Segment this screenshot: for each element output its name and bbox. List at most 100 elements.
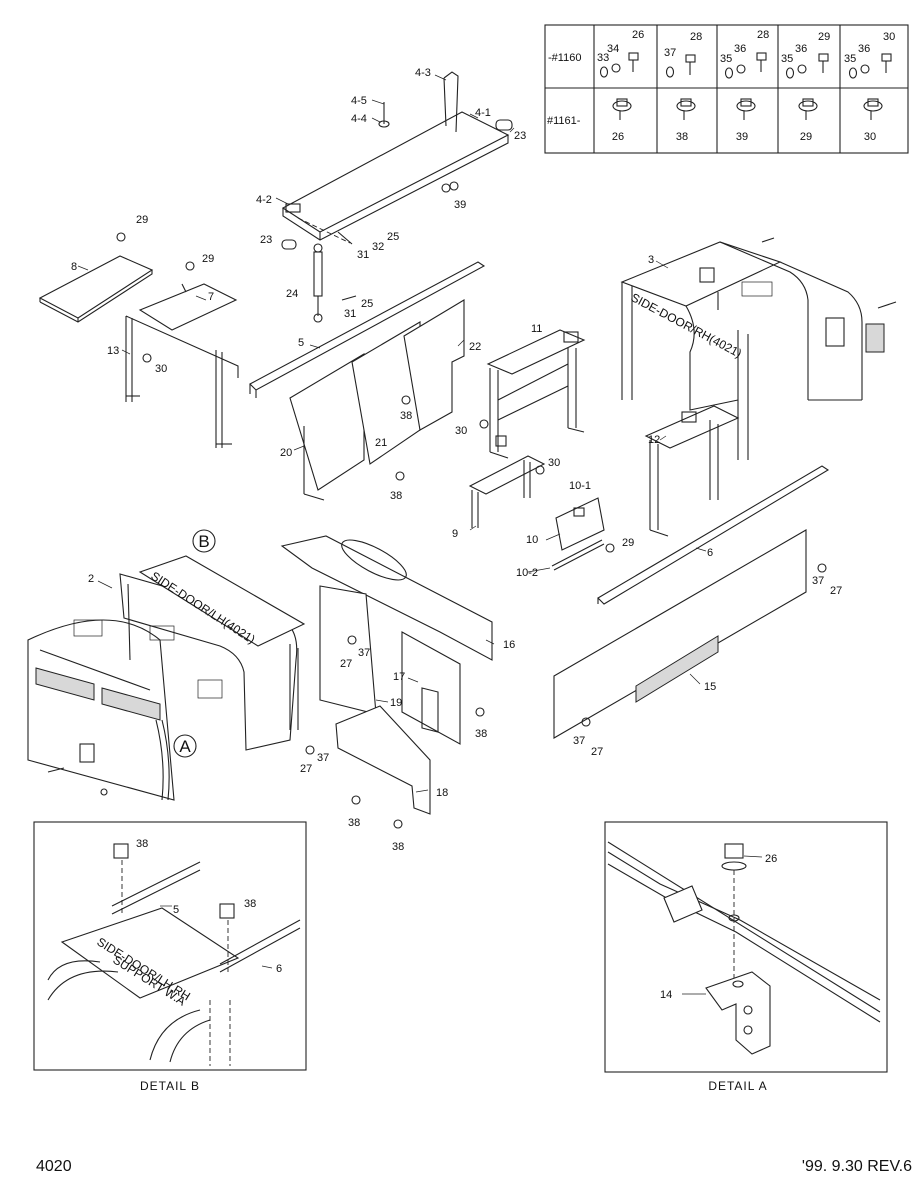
part-label: 27: [300, 763, 312, 775]
variant-table: -#1160 #1161- 33 34 26 37 28 35 36 28 35…: [544, 24, 909, 154]
cover-plate-8: [38, 232, 154, 323]
plate-18: [335, 705, 431, 815]
table-cell-label: 28: [757, 29, 769, 41]
part-label: 26: [765, 853, 777, 865]
detail-b-caption: DETAIL B: [140, 1079, 200, 1093]
part-label: 2: [88, 573, 94, 585]
flange-bolt-icon: [736, 98, 756, 120]
rail-5: [249, 261, 486, 398]
table-cell-label: 34: [607, 43, 619, 55]
stopper-icon: [495, 119, 513, 131]
nut-icon: [860, 64, 870, 74]
part-label: 6: [276, 963, 282, 975]
part-label: 27: [591, 746, 603, 758]
part-label: 31: [344, 308, 356, 320]
panel-20: [289, 353, 365, 501]
table-cell-label: 36: [795, 43, 807, 55]
bolt-icon: [628, 52, 639, 72]
part-label: 14: [660, 989, 672, 1001]
part-label: 29: [202, 253, 214, 265]
table-cell-label: 36: [734, 43, 746, 55]
table-cell-label: 30: [883, 31, 895, 43]
part-label: 4-3: [415, 67, 431, 79]
nut-icon: [736, 64, 746, 74]
leader-lines: [77, 74, 763, 995]
bolt-icon: [685, 54, 696, 75]
part-label: 19: [390, 697, 402, 709]
part-label: 25: [361, 298, 373, 310]
table-cell-label: 37: [664, 47, 676, 59]
flange-bolt-icon: [798, 98, 818, 120]
top-cover-plate: [281, 71, 513, 244]
part-label: 10-1: [569, 480, 591, 492]
table-row-label-1: -#1160: [548, 52, 581, 64]
panel-17: [401, 631, 461, 745]
part-label: 10-2: [516, 567, 538, 579]
cover-16: [280, 535, 493, 661]
part-label: 37: [573, 735, 585, 747]
page-number: 4020: [36, 1158, 72, 1175]
part-label: 25: [387, 231, 399, 243]
part-label: 20: [280, 447, 292, 459]
part-label: 38: [392, 841, 404, 853]
table-cell-label: 36: [858, 43, 870, 55]
part-label: 6: [707, 547, 713, 559]
part-label: 30: [155, 363, 167, 375]
part-label: 21: [375, 437, 387, 449]
part-label: 4-5: [351, 95, 367, 107]
part-label: 22: [469, 341, 481, 353]
callout-b: B: [198, 532, 209, 551]
flange-bolt-icon: [612, 98, 632, 120]
detail-b: SIDE-DOOR/LH,RH SUPPORT W.A DETAIL B: [33, 821, 307, 1093]
part-label: 38: [136, 838, 148, 850]
table-cell-label: 35: [844, 53, 856, 65]
nut-icon: [611, 63, 621, 73]
part-label: 38: [244, 898, 256, 910]
panel-22: [403, 299, 465, 431]
washer-icon: [599, 66, 609, 78]
washer-icon: [724, 67, 734, 79]
part-label: 7: [208, 291, 214, 303]
pin-icon: [378, 102, 390, 128]
table-cell-label: 30: [864, 131, 876, 143]
revision-date: '99. 9.30 REV.6: [801, 1158, 912, 1175]
detail-a-caption: DETAIL A: [708, 1079, 767, 1093]
part-label: 3: [648, 254, 654, 266]
part-label: 38: [400, 410, 412, 422]
bolt-icon: [818, 53, 829, 73]
panel-15: [553, 529, 827, 739]
part-label: 38: [475, 728, 487, 740]
part-label: 12: [648, 434, 660, 446]
part-label: 9: [452, 528, 458, 540]
table-cell-label: 39: [736, 131, 748, 143]
part-label: 37: [812, 575, 824, 587]
table-cell-label: 26: [632, 29, 644, 41]
table-cell-label: 38: [676, 131, 688, 143]
part-label: 18: [436, 787, 448, 799]
part-label: 10: [526, 534, 538, 546]
part-label: 4-4: [351, 113, 367, 125]
washer-icon: [785, 67, 795, 79]
side-door-lh: SIDE-DOOR/LH(4021): [27, 555, 306, 801]
part-label: 23: [514, 130, 526, 142]
washer-icon: [848, 67, 858, 79]
hook-rod: [443, 71, 459, 133]
table-cell-label: 26: [612, 131, 624, 143]
bracket-9: [468, 455, 546, 528]
support-frame-13: [125, 261, 239, 448]
nut-icon: [797, 64, 807, 74]
part-label: 38: [348, 817, 360, 829]
part-label: 38: [390, 490, 402, 502]
table-cell-label: 35: [781, 53, 793, 65]
flange-bolt-icon: [863, 98, 883, 120]
table-cell-label: 28: [690, 31, 702, 43]
table-cell-label: 29: [800, 131, 812, 143]
table-row-label-2: #1161-: [547, 115, 581, 127]
part-label: 37: [358, 647, 370, 659]
bolt-icon: [441, 181, 459, 193]
part-label: 31: [357, 249, 369, 261]
part-label: 5: [298, 337, 304, 349]
part-label: 30: [548, 457, 560, 469]
